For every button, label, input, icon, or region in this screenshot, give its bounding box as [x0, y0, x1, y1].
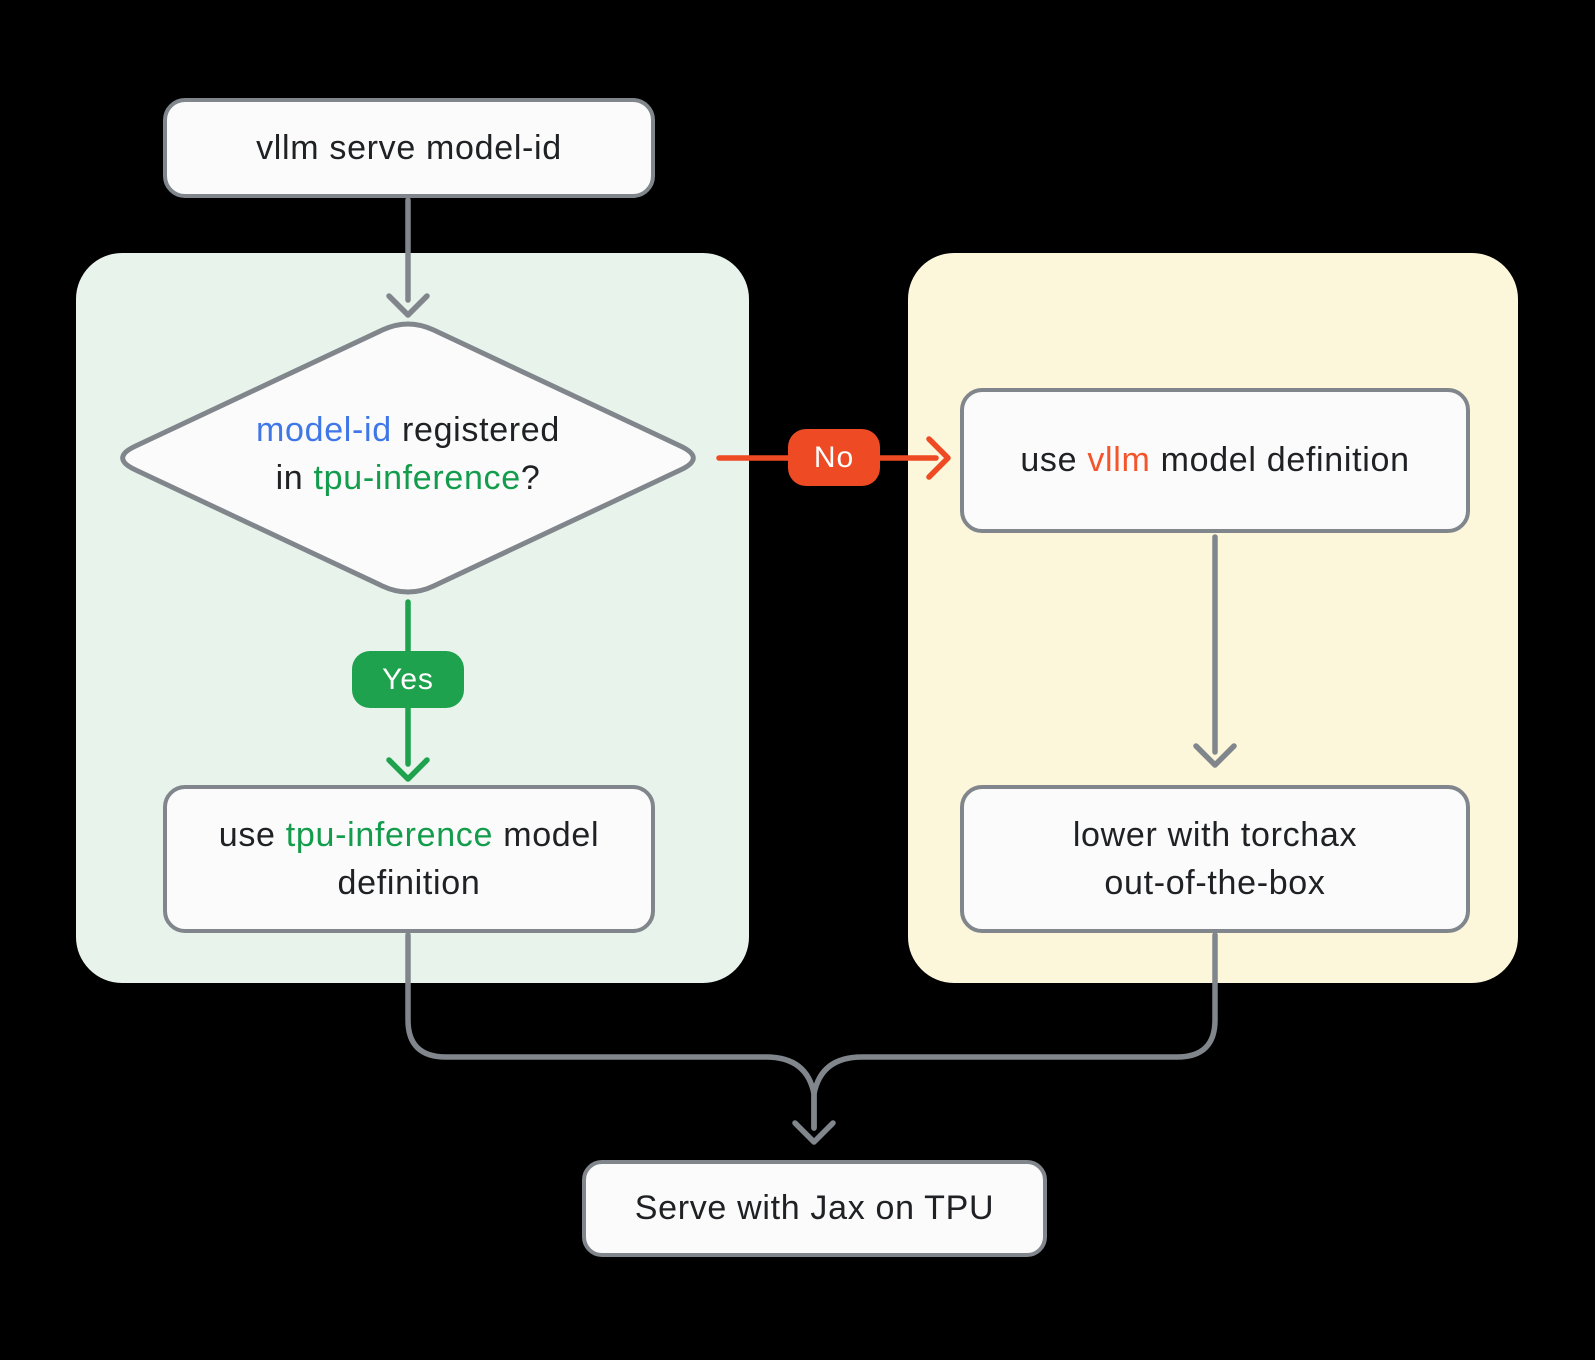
decision-label-line1: model-id registered	[108, 406, 708, 454]
decision-segment: tpu-inference	[313, 459, 521, 498]
node-text-line: use vllm model definition	[1020, 436, 1409, 484]
no-badge-label: No	[813, 440, 855, 474]
node-text-segment: model	[493, 815, 600, 854]
serve-node: Serve with Jax on TPU	[582, 1160, 1047, 1257]
vllm-result-node: use vllm model definition	[960, 388, 1470, 533]
decision-label: model-id registered in tpu-inference?	[108, 406, 708, 503]
serve-node-label: Serve with Jax on TPU	[634, 1189, 995, 1228]
edge-merge-right	[811, 932, 1218, 1131]
node-text-segment: use	[1020, 441, 1088, 480]
node-text-line: definition	[338, 859, 481, 907]
start-node-label: vllm serve model-id	[256, 128, 562, 167]
arrowhead-decision-no	[926, 436, 951, 480]
node-text-line: out-of-the-box	[1104, 864, 1326, 902]
yes-badge-label: Yes	[382, 662, 434, 696]
torchax-node: lower with torchax out-of-the-box	[960, 785, 1470, 933]
edge-merge-left	[405, 932, 817, 1131]
tpu-inference-result-node: use tpu-inference model definition	[163, 785, 655, 933]
decision-segment: registered	[391, 411, 560, 449]
node-text-line: lower with torchax	[1072, 815, 1358, 854]
no-badge: No	[788, 429, 880, 486]
decision-segment: in	[275, 459, 314, 498]
decision-segment: model-id	[256, 411, 392, 449]
start-node: vllm serve model-id	[163, 98, 655, 198]
arrowhead-merge	[792, 1120, 836, 1145]
node-text-segment: model definition	[1150, 441, 1410, 480]
arrowhead-decision-yes	[386, 757, 430, 782]
node-text-line: use tpu-inference model	[219, 811, 599, 859]
node-text-segment: tpu-inference	[285, 815, 494, 854]
decision-segment: ?	[520, 459, 541, 498]
arrowhead-start-to-decision	[386, 293, 430, 318]
arrowhead-vllm-to-torchax	[1193, 743, 1237, 768]
node-text-segment: vllm	[1087, 441, 1151, 480]
node-text-segment: definition	[337, 864, 481, 902]
yes-badge: Yes	[352, 651, 464, 708]
decision-diamond-shape	[120, 321, 696, 595]
decision-label-line2: in tpu-inference?	[108, 454, 708, 502]
node-text-segment: use	[218, 815, 286, 854]
